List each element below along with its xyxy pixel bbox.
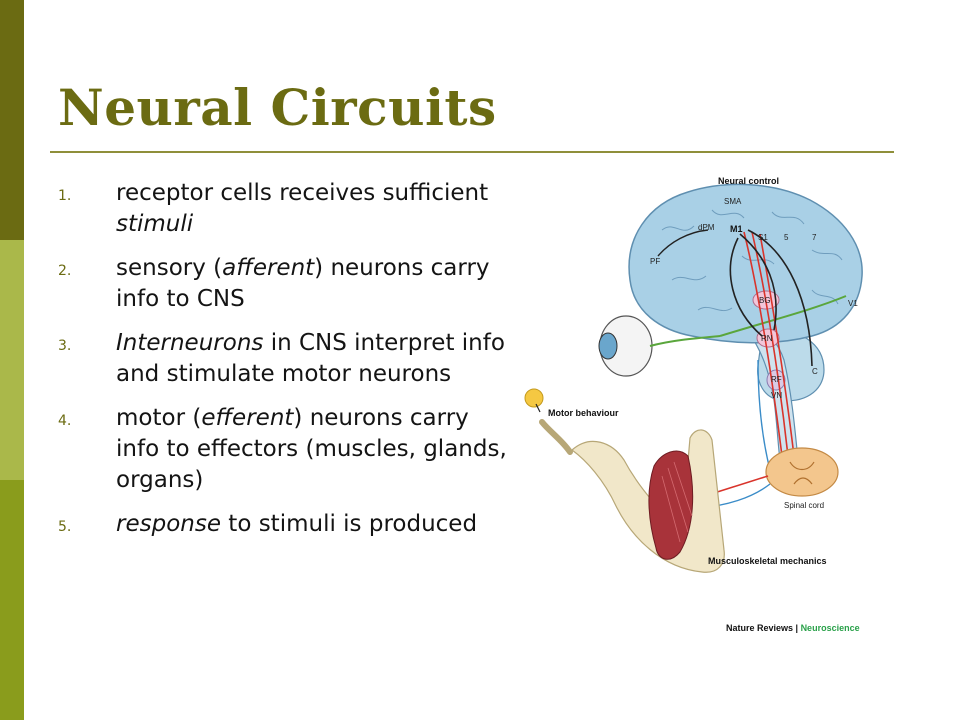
label-v1: V1 <box>848 299 858 308</box>
label-m1: M1 <box>730 224 743 234</box>
label-c: C <box>812 367 818 376</box>
finger-shape <box>539 419 573 455</box>
label-bg: BG <box>759 296 771 305</box>
descending-motor-tracts <box>743 231 795 457</box>
spinal-cord-shape <box>765 447 839 497</box>
list-number: 3. <box>58 338 72 354</box>
label-5: 5 <box>784 233 789 242</box>
muscle-fibres <box>661 461 693 543</box>
accent-bar-middle <box>0 240 24 480</box>
label-rn: RN <box>761 334 773 343</box>
list-item: 4. motor (efferent) neurons carry info to… <box>58 403 518 496</box>
list-text: ) neurons carry info to CNS <box>116 255 490 312</box>
motor-behaviour-arrow <box>535 403 541 413</box>
emphasis-text: afferent <box>222 255 315 281</box>
label-neural-control: Neural control <box>718 176 779 186</box>
accent-bar-top <box>0 0 24 240</box>
ascending-feedback-path <box>757 359 771 471</box>
list-text: receptor cells receives sufficient <box>116 180 489 206</box>
list-number: 4. <box>58 413 72 429</box>
label-motor-behaviour: Motor behaviour <box>548 408 619 418</box>
list-item: 2. sensory (afferent) neurons carry info … <box>58 253 518 315</box>
list-number: 2. <box>58 263 72 279</box>
list-number: 1. <box>58 188 72 204</box>
list-text: ) neurons carry info to effectors (muscl… <box>116 405 507 493</box>
frontal-arrow <box>657 229 709 257</box>
credit-separator: | <box>793 623 801 633</box>
emphasis-text: Interneurons <box>116 330 264 356</box>
label-musculoskeletal: Musculoskeletal mechanics <box>708 556 827 566</box>
left-accent-bar <box>0 0 24 720</box>
list-text: motor ( <box>116 405 202 431</box>
visual-pathway <box>719 295 847 337</box>
label-vn: VN <box>771 391 782 400</box>
numbered-list: 1. receptor cells receives sufficient sti… <box>58 178 518 553</box>
credit-journal: Nature Reviews <box>726 623 793 633</box>
emphasis-text: response <box>116 511 221 537</box>
emphasis-text: stimuli <box>116 211 194 237</box>
label-spinal-cord: Spinal cord <box>784 501 824 510</box>
bicep-muscle <box>648 450 694 560</box>
list-number: 5. <box>58 519 72 535</box>
label-rf: RF <box>771 375 782 384</box>
cortical-loop-arrows <box>729 229 813 367</box>
label-dpm: dPM <box>698 223 715 232</box>
label-sma: SMA <box>724 197 742 206</box>
credit-field: Neuroscience <box>801 623 860 633</box>
label-pf: PF <box>650 257 660 266</box>
title-divider <box>50 151 894 153</box>
list-text: sensory ( <box>116 255 223 281</box>
neural-control-diagram: Neural control SMA dPM M1 S1 5 7 PF BG R… <box>512 160 896 640</box>
accent-bar-bottom <box>0 480 24 720</box>
list-text: to stimuli is produced <box>220 511 478 537</box>
spinal-grey-matter <box>789 461 815 485</box>
eye-iris <box>598 332 618 360</box>
emphasis-text: efferent <box>201 405 294 431</box>
target-dot <box>524 388 544 408</box>
label-s1: S1 <box>758 233 768 242</box>
label-7: 7 <box>812 233 817 242</box>
slide-title: Neural Circuits <box>58 78 497 137</box>
list-item: 3. Interneurons in CNS interpret info and… <box>58 328 518 390</box>
list-item: 1. receptor cells receives sufficient sti… <box>58 178 518 240</box>
list-text: in CNS interpret info and stimulate moto… <box>116 330 505 387</box>
figure-credit: Nature Reviews | Neuroscience <box>726 623 860 633</box>
optic-pathway <box>649 335 721 347</box>
neural-control-figure: Neural control SMA dPM M1 S1 5 7 PF BG R… <box>512 160 896 640</box>
list-item: 5. response to stimuli is produced <box>58 509 518 540</box>
